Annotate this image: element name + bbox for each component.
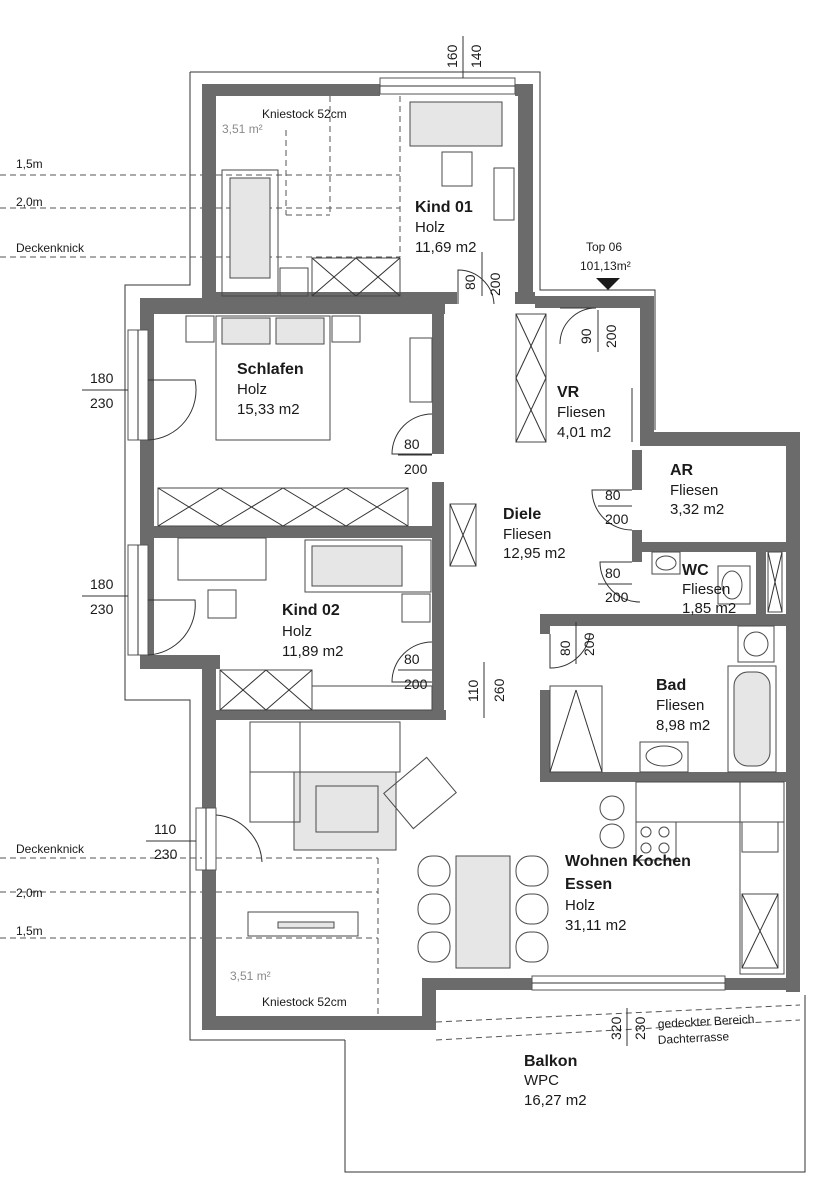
- room-labels: Kind 01 Holz 11,69 m2 Schlafen Holz 15,3…: [237, 199, 736, 1109]
- room-name-schlafen: Schlafen: [237, 361, 304, 378]
- room-name-essen: Essen: [565, 876, 612, 893]
- opening-height-diele: 260: [491, 678, 507, 702]
- room-name-vr: VR: [557, 384, 580, 401]
- window-height-schlafen: 230: [90, 395, 114, 411]
- room-area-kind02: 11,89 m2: [282, 643, 343, 660]
- room-name-balkon: Balkon: [524, 1053, 577, 1070]
- opening-width-diele: 110: [465, 679, 481, 702]
- room-area-wc: 1,85 m2: [682, 600, 736, 617]
- window-height-wohnen: 230: [154, 846, 178, 862]
- room-name-wc: WC: [682, 562, 709, 579]
- window-openings: [127, 77, 726, 991]
- room-area-balkon: 16,27 m2: [524, 1092, 587, 1109]
- small-area-bottom: 3,51 m²: [230, 969, 271, 983]
- line-label-deckenknick-bottom: Deckenknick: [16, 842, 85, 856]
- room-area-vr: 4,01 m2: [557, 424, 611, 441]
- room-area-schlafen: 15,33 m2: [237, 401, 300, 418]
- balcony-note-terrace: Dachterrasse: [657, 1029, 729, 1047]
- furniture-schlafen: [157, 315, 433, 527]
- window-width-schlafen: 180: [90, 370, 114, 386]
- kniestock-label-top: Kniestock 52cm: [262, 107, 347, 121]
- room-name-kind01: Kind 01: [415, 199, 473, 216]
- furniture-kind02: [177, 537, 433, 711]
- line-label-1-5m-bottom: 1,5m: [16, 924, 43, 938]
- room-area-kind01: 11,69 m2: [415, 239, 476, 256]
- room-floor-balkon: WPC: [524, 1072, 559, 1089]
- window-height-kind02: 230: [90, 601, 114, 617]
- line-label-deckenknick-top: Deckenknick: [16, 241, 85, 255]
- room-floor-kind02: Holz: [282, 623, 312, 640]
- room-area-diele: 12,95 m2: [503, 545, 566, 562]
- entrance-arrow-icon: [596, 278, 620, 290]
- window-width-kind01: 160: [444, 44, 460, 68]
- door-height-kind01: 200: [487, 272, 503, 296]
- door-height-wc: 200: [605, 589, 629, 605]
- room-floor-kind01: Holz: [415, 219, 445, 236]
- entrance-marker: Top 06 101,13m²: [580, 240, 631, 290]
- ceiling-lines: [0, 96, 801, 1041]
- door-height-ar: 200: [605, 511, 629, 527]
- window-dimensions: 180 230 180 230 110 230 160 140 320 230: [82, 36, 648, 1046]
- room-floor-schlafen: Holz: [237, 381, 267, 398]
- room-name-kind02: Kind 02: [282, 602, 340, 619]
- window-width-kind02: 180: [90, 576, 114, 592]
- room-floor-ar: Fliesen: [670, 482, 718, 499]
- window-height-kind01: 140: [468, 44, 484, 68]
- balcony-note-covered: gedeckter Bereich: [657, 1012, 754, 1031]
- room-floor-wc: Fliesen: [682, 581, 730, 598]
- door-width-ar: 80: [605, 487, 621, 503]
- outer-outline: [124, 71, 806, 1173]
- door-height-kind02: 200: [404, 676, 428, 692]
- room-area-ar: 3,32 m2: [670, 501, 724, 518]
- door-width-vr: 90: [578, 328, 594, 344]
- door-width-schlafen: 80: [404, 436, 420, 452]
- window-width-wohnen: 110: [154, 821, 177, 837]
- room-name-wohnen: Wohnen Kochen: [565, 853, 691, 870]
- furniture-hall: [449, 313, 633, 567]
- window-height-balkon: 230: [632, 1016, 648, 1040]
- door-width-bad: 80: [557, 640, 573, 656]
- room-floor-wohnen: Holz: [565, 897, 595, 914]
- room-floor-vr: Fliesen: [557, 404, 605, 421]
- furniture-living: [247, 721, 785, 975]
- room-floor-bad: Fliesen: [656, 697, 704, 714]
- line-label-1-5m-top: 1,5m: [16, 157, 43, 171]
- furniture-kind01: [221, 101, 515, 297]
- door-dimensions: 80 200 90 200 80 200 80 200 80 200 80 20…: [398, 252, 632, 718]
- room-area-wohnen: 31,11 m2: [565, 917, 626, 934]
- room-name-ar: AR: [670, 462, 694, 479]
- door-height-vr: 200: [603, 324, 619, 348]
- small-area-top: 3,51 m²: [222, 122, 263, 136]
- room-floor-diele: Fliesen: [503, 526, 551, 543]
- furniture-bathroom: [549, 551, 783, 773]
- room-name-bad: Bad: [656, 677, 686, 694]
- room-name-diele: Diele: [503, 506, 541, 523]
- room-area-bad: 8,98 m2: [656, 717, 710, 734]
- door-width-kind01: 80: [462, 274, 478, 290]
- door-width-kind02: 80: [404, 651, 420, 667]
- apartment-area: 101,13m²: [580, 259, 631, 273]
- kniestock-label-bottom: Kniestock 52cm: [262, 995, 347, 1009]
- door-width-wc: 80: [605, 565, 621, 581]
- side-line-labels: 1,5m 2,0m Deckenknick Deckenknick 2,0m 1…: [16, 157, 85, 938]
- door-swings: [147, 269, 641, 863]
- window-width-balkon: 320: [608, 1016, 624, 1040]
- apartment-label: Top 06: [586, 240, 622, 254]
- line-label-2-0m-bottom: 2,0m: [16, 886, 43, 900]
- door-height-bad: 200: [581, 632, 597, 656]
- door-height-schlafen: 200: [404, 461, 428, 477]
- line-label-2-0m-top: 2,0m: [16, 195, 43, 209]
